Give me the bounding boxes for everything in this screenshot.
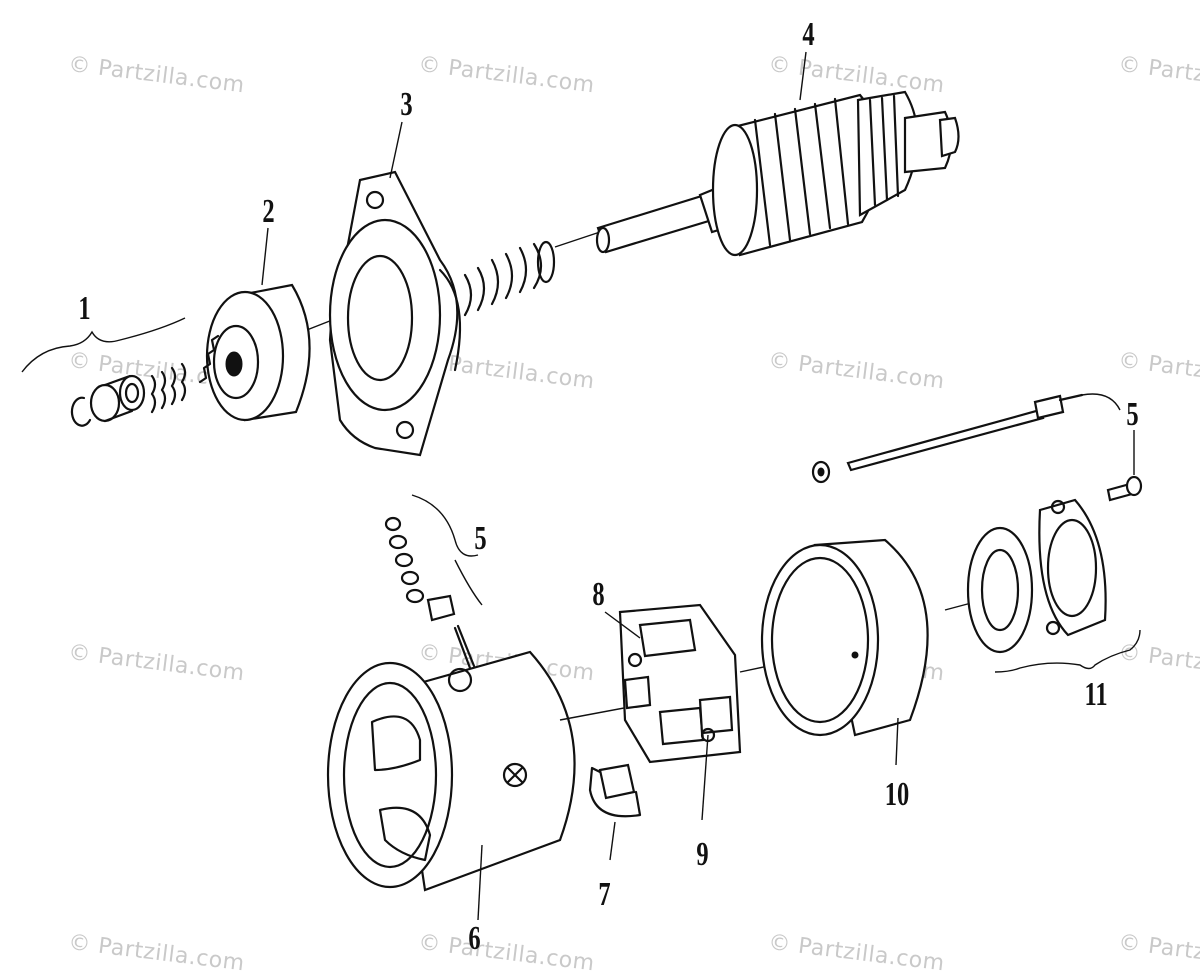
callout-5-bolts: 5	[1126, 396, 1139, 433]
part-5-through-bolts	[811, 393, 1143, 502]
yoke-opening	[326, 661, 454, 889]
clutch-face	[205, 290, 285, 422]
pole-screw	[502, 762, 528, 788]
housing-bore	[328, 218, 442, 412]
part-2-drive-clutch	[198, 283, 311, 422]
callout-5-nuts: 5	[474, 520, 487, 557]
callout-7: 7	[598, 876, 611, 913]
part-7-brush	[588, 763, 642, 861]
callout-3: 3	[400, 86, 413, 123]
part-11-gasket-plate	[966, 498, 1141, 673]
armature-shaft	[596, 193, 714, 254]
callout-6: 6	[468, 920, 481, 957]
callout-11: 11	[1084, 676, 1108, 713]
axis-line	[554, 231, 601, 248]
snap-ring	[70, 396, 92, 427]
part-6-yoke	[326, 650, 641, 921]
field-coil	[370, 715, 422, 772]
callout-9: 9	[696, 836, 709, 873]
cover-opening	[760, 543, 880, 737]
callout-8: 8	[592, 576, 605, 613]
terminal-stud	[453, 624, 476, 670]
brush-block	[598, 763, 636, 800]
part-3-front-housing	[328, 170, 556, 457]
insulator	[426, 594, 456, 622]
return-spring	[463, 242, 543, 317]
callout-4: 4	[802, 16, 815, 53]
callout-2: 2	[262, 193, 275, 230]
part-8-9-brush-holder	[604, 603, 821, 821]
spring	[150, 362, 187, 414]
part-4-armature	[595, 90, 960, 257]
callout-1: 1	[78, 290, 91, 327]
callout-10: 10	[884, 776, 910, 813]
part-1-brace	[21, 317, 186, 373]
part-5-nuts-washers	[384, 494, 483, 670]
through-bolt	[846, 408, 1045, 472]
part-10-rear-cover	[760, 538, 976, 766]
gasket	[966, 526, 1034, 654]
collar	[89, 383, 121, 423]
part-1-clip-collar-spring	[70, 362, 187, 427]
